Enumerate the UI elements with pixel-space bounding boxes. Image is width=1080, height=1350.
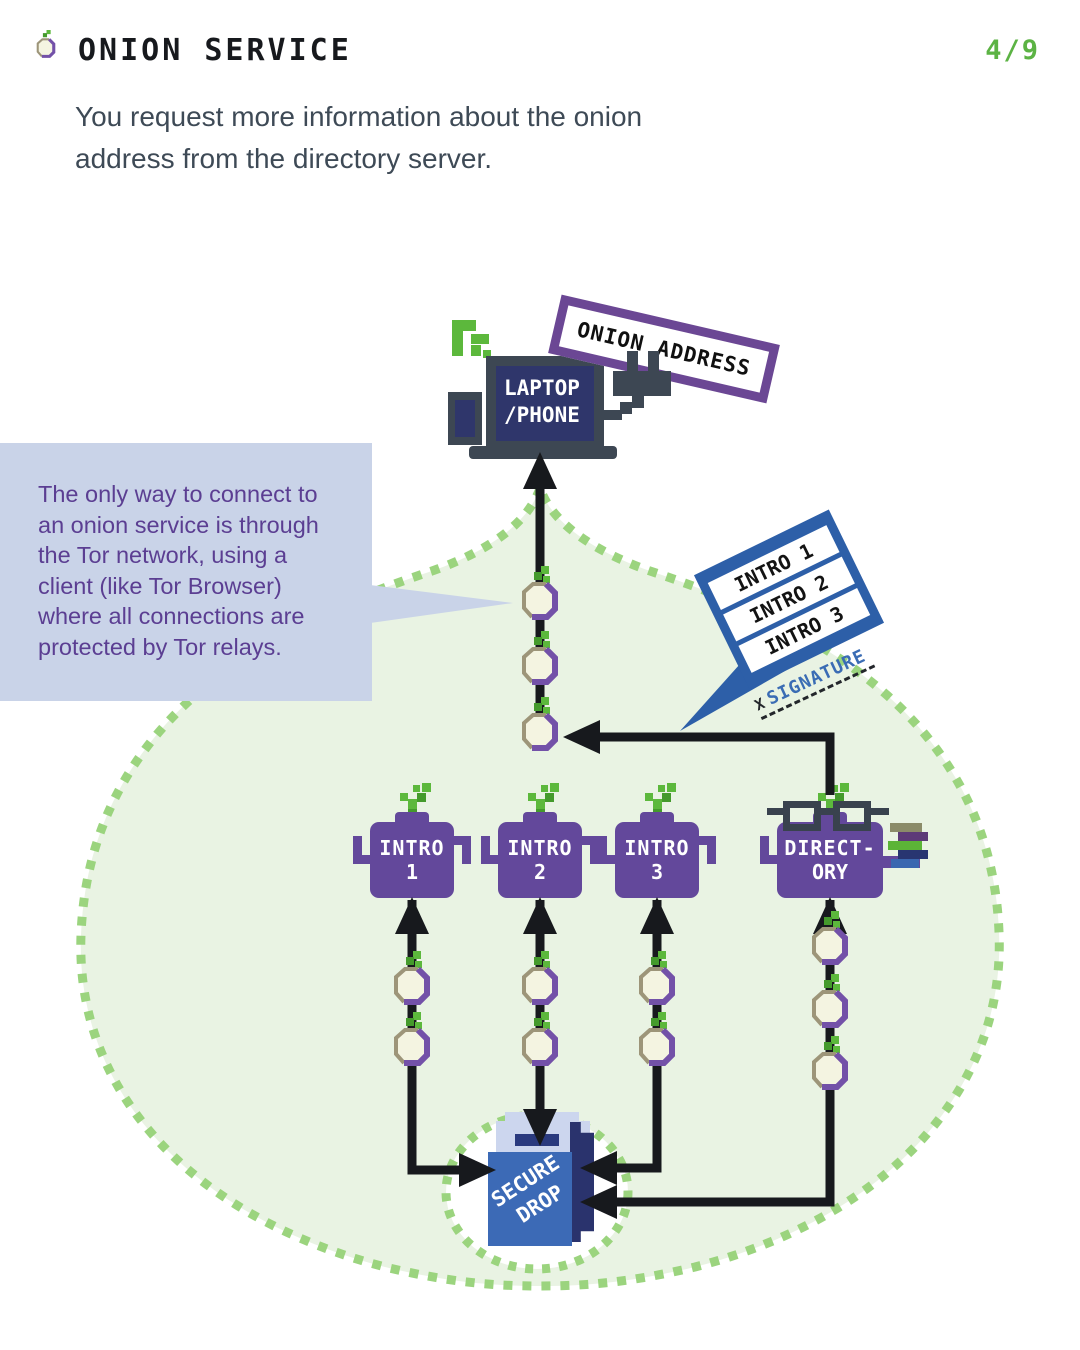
onion-relay-icon (389, 1012, 435, 1070)
laptop-label: LAPTOP/PHONE (496, 366, 594, 441)
onion-relay-icon (517, 1012, 563, 1070)
onion-icon (36, 30, 56, 58)
wifi-icon (452, 331, 463, 356)
books-icon (890, 823, 922, 832)
server-intro-3: INTRO 3 (598, 783, 716, 898)
onion-relay-icon (517, 951, 563, 1009)
onion-relay-icon (517, 566, 563, 624)
glasses-icon (783, 801, 821, 831)
onion-relay-icon (807, 1036, 853, 1094)
page-title: ONION SERVICE (78, 33, 352, 68)
onion-relay-icon (634, 951, 680, 1009)
onion-relay-icon (634, 1012, 680, 1070)
onion-relay-icon (807, 911, 853, 969)
server-intro-1: INTRO 1 (353, 783, 471, 898)
step-description: You request more information about the o… (75, 101, 643, 174)
onion-relay-icon (389, 951, 435, 1009)
callout-box: The only way to connect to an onion serv… (0, 443, 372, 701)
onion-relay-icon (517, 697, 563, 755)
onion-relay-icon (807, 974, 853, 1032)
securedrop-pages (570, 1122, 594, 1242)
plug-icon (627, 351, 638, 374)
page-number: 4/9 (985, 35, 1040, 66)
callout-text: The only way to connect to an onion serv… (38, 481, 319, 660)
onion-relay-icon (517, 631, 563, 689)
securedrop-slot (515, 1134, 559, 1146)
server-intro-2: INTRO 2 (481, 783, 599, 898)
callout-pointer (370, 585, 513, 623)
